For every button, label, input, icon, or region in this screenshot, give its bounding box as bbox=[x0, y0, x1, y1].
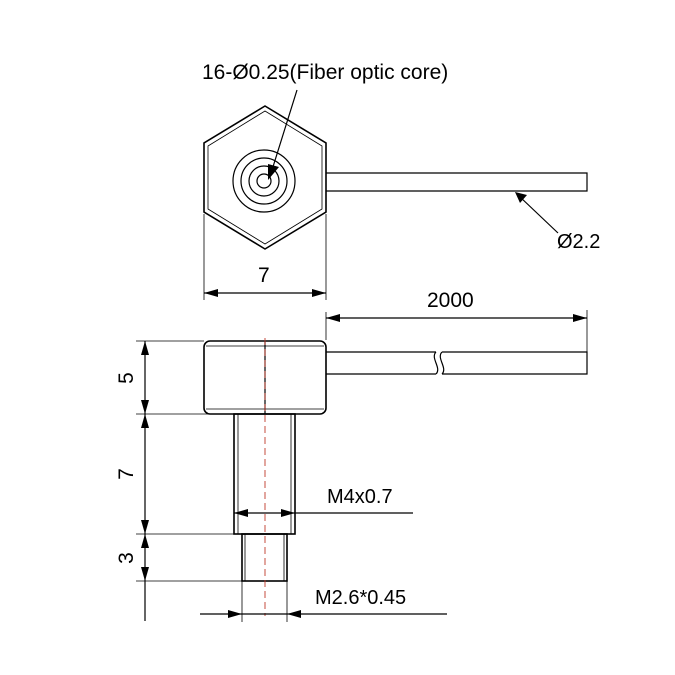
tip-length-label: 3 bbox=[115, 552, 138, 564]
thread-length-arrow-top bbox=[141, 414, 149, 428]
hex-nut-outline bbox=[203, 105, 327, 250]
fiber-head-ring-1 bbox=[240, 157, 288, 205]
m4-dim-arrow-left bbox=[234, 509, 248, 517]
fiber-head-ring-2 bbox=[248, 165, 280, 197]
cable-length-arrow-left bbox=[326, 314, 340, 322]
hex-width-label: 7 bbox=[258, 264, 270, 287]
fiber-core-leader bbox=[271, 89, 298, 171]
cable-break-mark-2 bbox=[439, 351, 445, 375]
fiber-core-leader-arrow bbox=[268, 164, 279, 180]
top-view: 16-Ø0.25(Fiber optic core) Ø2.2 7 bbox=[202, 61, 600, 300]
fiber-core-circle bbox=[256, 173, 272, 189]
hex-nut-inner-outline bbox=[207, 110, 323, 245]
thread-length-label: 7 bbox=[115, 468, 138, 480]
thread-length-arrow-bottom bbox=[141, 520, 149, 534]
cable-dia-label: Ø2.2 bbox=[557, 231, 600, 253]
hex-height-arrow-bottom bbox=[141, 400, 149, 414]
tip-length-arrow-top bbox=[141, 534, 149, 548]
m4-thread-label: M4x0.7 bbox=[327, 486, 393, 508]
fiber-core-label: 16-Ø0.25(Fiber optic core) bbox=[202, 61, 448, 84]
cable-break-mark-1 bbox=[433, 351, 439, 375]
hex-width-arrow-left bbox=[204, 289, 218, 297]
fiber-head-outer-circle bbox=[232, 149, 296, 213]
cable-side-view bbox=[326, 351, 588, 375]
cable-dia-leader-arrow bbox=[515, 192, 527, 203]
m26-tip-body bbox=[241, 533, 288, 582]
cable-length-arrow-right bbox=[573, 314, 587, 322]
m4-thread-body bbox=[233, 413, 296, 535]
tip-length-arrow-bottom bbox=[141, 567, 149, 581]
m26-dim-arrow-right bbox=[287, 610, 301, 618]
cable-top-view bbox=[326, 172, 588, 192]
cable-length-label: 2000 bbox=[427, 289, 474, 312]
m26-dim-arrow-left bbox=[228, 610, 242, 618]
cable-dia-leader bbox=[518, 195, 559, 234]
hex-width-arrow-right bbox=[312, 289, 326, 297]
side-view: 2000 5 7 3 bbox=[115, 289, 588, 622]
m26-tip-label: M2.6*0.45 bbox=[315, 587, 406, 609]
hex-height-arrow-top bbox=[141, 341, 149, 355]
m4-dim-arrow-right bbox=[281, 509, 295, 517]
hex-height-label: 5 bbox=[115, 372, 138, 384]
